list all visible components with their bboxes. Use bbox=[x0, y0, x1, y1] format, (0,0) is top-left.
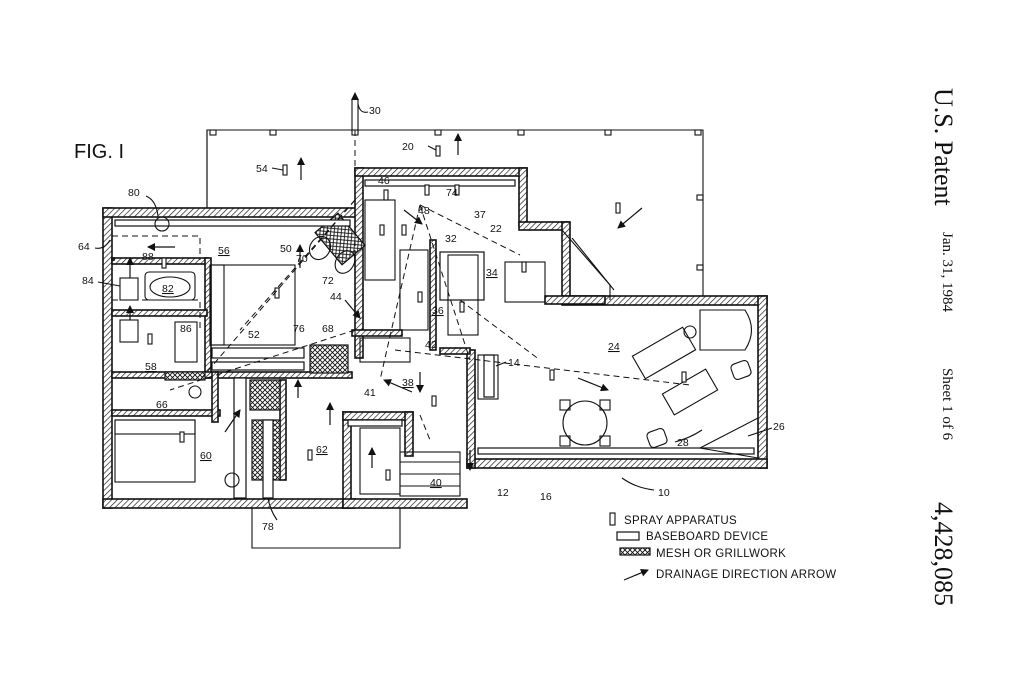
baseboard-devices bbox=[114, 179, 755, 499]
baseboard-device-icon bbox=[616, 531, 640, 541]
spray-apparatus-symbols bbox=[147, 145, 687, 481]
numeral-28: 28 bbox=[677, 437, 689, 449]
numeral-72: 72 bbox=[322, 275, 334, 287]
numeral-64: 64 bbox=[78, 241, 90, 253]
patent-header: U.S. Patent Jan. 31, 1984 Sheet 1 of 6 4… bbox=[929, 88, 958, 606]
legend-item-spray: SPRAY APPARATUS bbox=[609, 512, 737, 527]
numeral-26: 26 bbox=[773, 421, 785, 433]
numeral-80: 80 bbox=[128, 187, 140, 199]
numeral-37: 37 bbox=[474, 209, 486, 221]
numeral-30: 30 bbox=[369, 105, 381, 117]
numeral-62: 62 bbox=[316, 444, 328, 456]
patio-outlines bbox=[206, 129, 704, 549]
numeral-50: 50 bbox=[280, 243, 292, 255]
numeral-88: 88 bbox=[142, 251, 154, 263]
numeral-66: 66 bbox=[156, 399, 168, 411]
numeral-14: 14 bbox=[508, 357, 520, 369]
numeral-40: 40 bbox=[430, 477, 442, 489]
legend-label-mesh: MESH OR GRILLWORK bbox=[656, 548, 786, 560]
numeral-38: 38 bbox=[402, 377, 414, 389]
numeral-74: 74 bbox=[446, 187, 458, 199]
numeral-20: 20 bbox=[402, 141, 414, 153]
mesh-grillwork-icon bbox=[619, 547, 651, 556]
numeral-52: 52 bbox=[248, 329, 260, 341]
numeral-36: 36 bbox=[432, 305, 444, 317]
patent-number: 4,428,085 bbox=[929, 502, 958, 606]
numeral-78: 78 bbox=[262, 521, 274, 533]
leader-lines bbox=[94, 103, 773, 521]
numeral-84: 84 bbox=[82, 275, 94, 287]
numeral-22: 22 bbox=[490, 223, 502, 235]
patent-date: Jan. 31, 1984 bbox=[939, 232, 955, 312]
figure-title: FIG. I bbox=[74, 141, 124, 163]
numeral-16: 16 bbox=[540, 491, 552, 503]
fixtures bbox=[114, 199, 759, 497]
numeral-32: 32 bbox=[445, 233, 457, 245]
numeral-56: 56 bbox=[218, 245, 230, 257]
numeral-58: 58 bbox=[145, 361, 157, 373]
legend-item-mesh: MESH OR GRILLWORK bbox=[619, 547, 786, 560]
legend-item-baseboard: BASEBOARD DEVICE bbox=[616, 531, 768, 543]
numeral-41: 41 bbox=[364, 387, 376, 399]
numeral-42: 42 bbox=[425, 339, 437, 351]
drainage-arrow-icon bbox=[623, 569, 649, 581]
drainage-arrows bbox=[126, 133, 643, 471]
patent-sheet: Sheet 1 of 6 bbox=[939, 368, 955, 441]
spray-apparatus-icon bbox=[609, 512, 616, 526]
exterior-walls bbox=[102, 167, 768, 509]
legend-label-arrow: DRAINAGE DIRECTION ARROW bbox=[656, 569, 836, 581]
patent-label: U.S. Patent bbox=[929, 88, 958, 207]
numeral-68: 68 bbox=[322, 323, 334, 335]
legend-item-arrow: DRAINAGE DIRECTION ARROW bbox=[623, 569, 836, 581]
numeral-12: 12 bbox=[497, 487, 509, 499]
reference-numerals: 30 20 54 46 74 48 37 80 64 56 50 70 72 4… bbox=[78, 105, 785, 533]
numeral-70: 70 bbox=[296, 253, 308, 265]
legend-label-baseboard: BASEBOARD DEVICE bbox=[646, 531, 768, 543]
numeral-76: 76 bbox=[293, 323, 305, 335]
numeral-82: 82 bbox=[162, 283, 174, 295]
numeral-46: 46 bbox=[378, 175, 390, 187]
numeral-48: 48 bbox=[418, 205, 430, 217]
numeral-86: 86 bbox=[180, 323, 192, 335]
numeral-24: 24 bbox=[608, 341, 620, 353]
vent-30 bbox=[351, 92, 359, 132]
numeral-60: 60 bbox=[200, 450, 212, 462]
numeral-44: 44 bbox=[330, 291, 342, 303]
numeral-10: 10 bbox=[658, 487, 670, 499]
numeral-54: 54 bbox=[256, 163, 268, 175]
numeral-34: 34 bbox=[486, 267, 498, 279]
legend: SPRAY APPARATUS BASEBOARD DEVICE MESH OR… bbox=[609, 512, 836, 581]
legend-label-spray: SPRAY APPARATUS bbox=[624, 515, 737, 527]
piping-dashed-lines bbox=[112, 130, 691, 441]
